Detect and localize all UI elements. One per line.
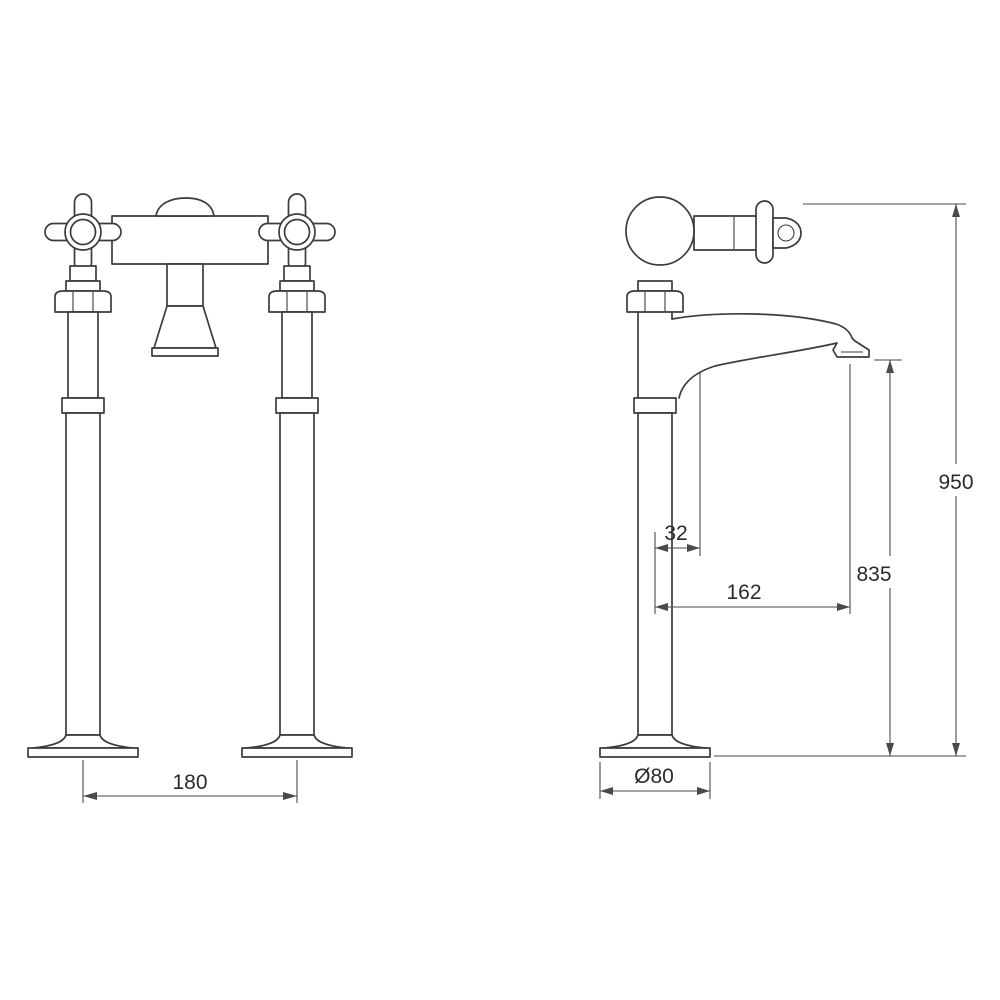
spout-side: [671, 313, 870, 399]
label-mask: [927, 464, 985, 496]
pipe-collar-side: [633, 397, 677, 414]
hex-nut-facets-side: [644, 292, 666, 312]
dimension-spout-offset: 32: [654, 372, 701, 614]
dimension-label-spout-reach: 162: [726, 581, 761, 604]
arrowhead-left: [83, 792, 97, 800]
label-mask: [846, 556, 902, 588]
arrowhead-bottom: [886, 743, 894, 756]
arrowhead-left: [655, 603, 668, 611]
arrowhead-right: [283, 792, 297, 800]
front-left-leg: [27, 193, 139, 758]
arrowhead-bottom: [952, 743, 960, 756]
spout-rim-front: [151, 347, 219, 357]
nut-collar-side: [637, 280, 673, 292]
arrowhead-right: [687, 544, 700, 552]
body-bar: [111, 215, 269, 265]
base-flare-side: [604, 734, 706, 749]
front-right-leg: [241, 193, 353, 758]
dimension-overall-height: 950: [714, 203, 985, 757]
arrowhead-right: [837, 603, 850, 611]
dimension-label-base-diameter: Ø80: [634, 765, 674, 788]
spout-neck-front: [166, 263, 204, 307]
dimension-spout-outlet-height: 835: [846, 359, 902, 756]
arrowhead-right: [697, 787, 710, 795]
dimension-label-spout-outlet-height: 835: [856, 563, 891, 586]
spout-bell-front: [153, 305, 217, 349]
handle-side-dome: [772, 217, 802, 249]
arrowhead-left: [600, 787, 613, 795]
dimension-base-spacing: 180: [82, 760, 298, 803]
dimension-base-diameter: Ø80: [599, 762, 711, 799]
arrowhead-top: [952, 204, 960, 217]
side-view: 950 835 32 162: [599, 196, 985, 799]
dimension-label-base-spacing: 180: [172, 771, 207, 794]
handle-side-cap: [777, 224, 795, 242]
extension-lines: [599, 762, 711, 799]
front-view: 180: [27, 193, 353, 803]
body-dome: [155, 197, 215, 217]
arrowhead-top: [886, 360, 894, 373]
valve-neck-side: [693, 215, 759, 251]
arrowhead-left: [655, 544, 668, 552]
base-plate-side: [599, 747, 711, 758]
valve-body-side: [625, 196, 695, 266]
dimension-label-spout-offset: 32: [664, 522, 687, 545]
dimension-label-overall-height: 950: [938, 471, 973, 494]
hex-nut-side: [626, 290, 684, 313]
handle-side-bar: [755, 200, 774, 264]
dimension-spout-reach: 162: [655, 364, 851, 614]
